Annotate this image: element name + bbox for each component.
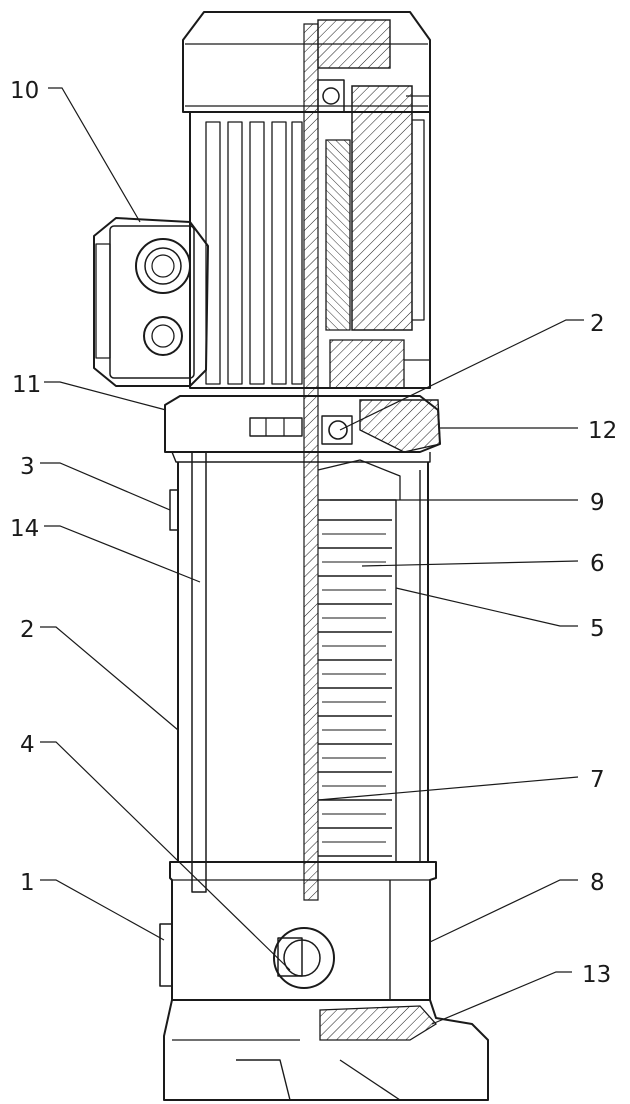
cable-gland-lower [143,316,183,356]
motor [182,11,431,389]
callout-label: 9 [590,490,605,516]
terminal-box [93,217,209,387]
callout-label: 13 [582,962,611,988]
callout-13: 13 [431,962,611,1025]
callout-label: 2 [20,617,35,643]
tie-rod [191,451,207,893]
callout-label: 4 [20,732,35,758]
callout-4: 4 [20,732,291,971]
callout-2-upper: 2 [339,311,605,431]
callout-label: 8 [590,870,605,896]
pump-foot [159,861,489,1101]
callout-3: 3 [20,454,171,511]
callout-12: 12 [440,418,617,444]
callout-label: 12 [588,418,617,444]
callout-label: 6 [590,551,605,577]
callout-9: 9 [330,490,605,516]
callout-2-lower: 2 [20,617,179,731]
base-plate [163,999,489,1101]
callout-label: 1 [20,870,35,896]
cable-gland-upper [135,238,191,294]
callout-6: 6 [361,551,605,577]
callout-5: 5 [395,587,605,642]
inlet-port [273,927,335,989]
pump-body [169,451,429,893]
callout-label: 11 [12,372,41,398]
callout-label: 5 [590,616,605,642]
cooling-fins [205,121,303,385]
callout-14: 14 [10,516,201,583]
callout-label: 3 [20,454,35,480]
callout-11: 11 [12,372,167,411]
callout-label: 7 [590,767,605,793]
pump-stages [317,459,401,862]
callout-label: 14 [10,516,39,542]
callout-label: 10 [10,78,39,104]
callout-label: 2 [590,311,605,337]
pump-shaft [303,23,319,901]
callout-7: 7 [317,767,605,801]
callout-8: 8 [429,870,605,943]
motor-lantern [164,395,441,463]
callout-1: 1 [20,870,165,941]
callout-10: 10 [10,78,141,223]
